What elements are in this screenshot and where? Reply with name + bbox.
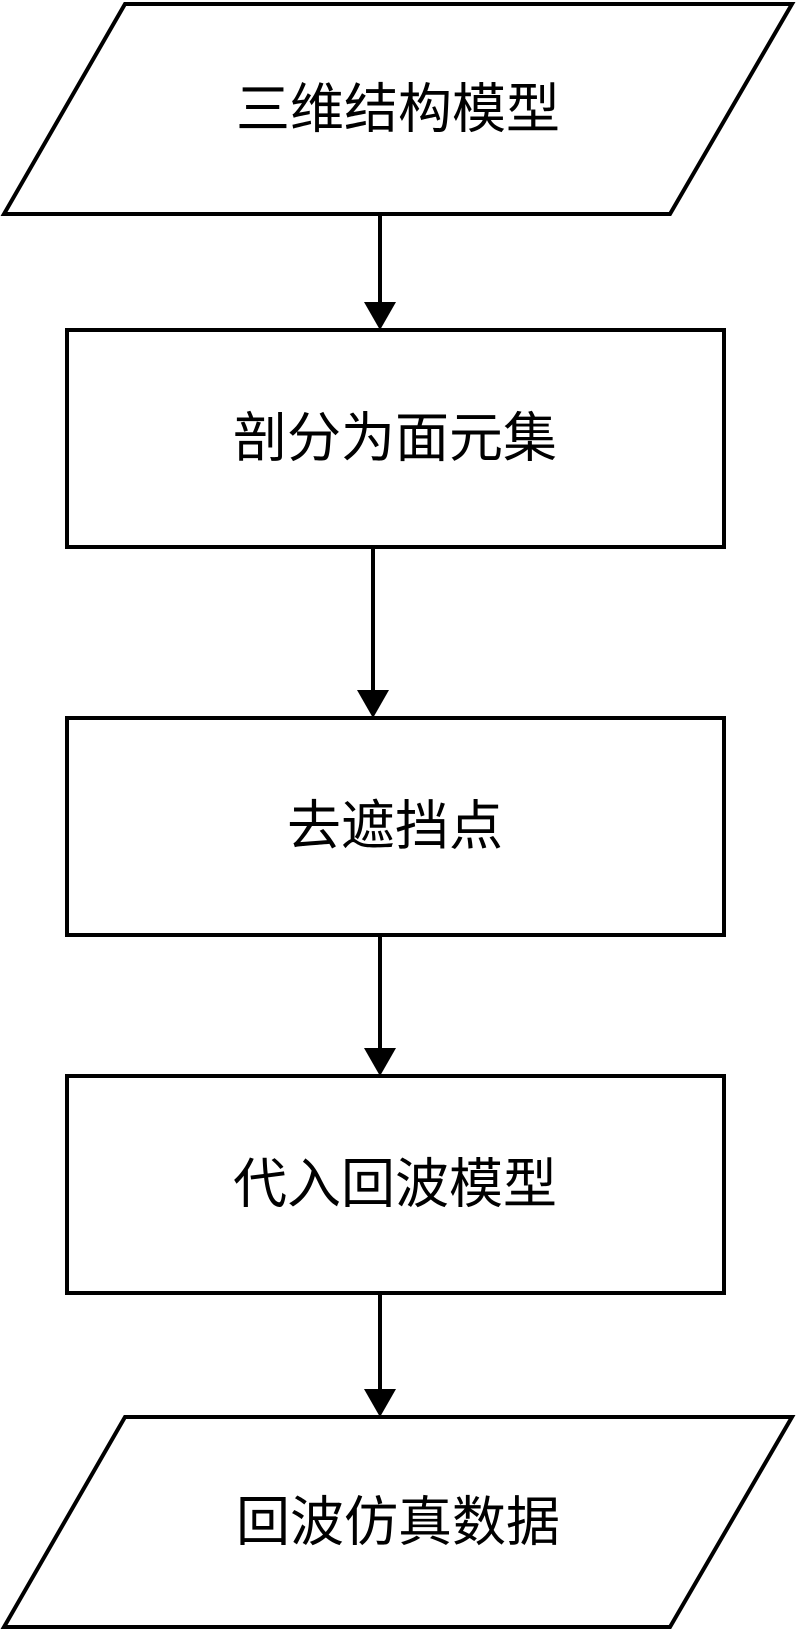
flow-arrow-1 (364, 214, 396, 330)
arrowhead-icon (364, 1389, 396, 1417)
node-label-step2: 去遮挡点 (287, 795, 503, 858)
node-label-input: 三维结构模型 (236, 78, 560, 141)
node-label-output: 回波仿真数据 (236, 1491, 560, 1554)
node-label-step1: 剖分为面元集 (233, 407, 557, 470)
flow-node-output: 回波仿真数据 (0, 1415, 796, 1629)
arrowhead-icon (364, 1048, 396, 1076)
flow-node-step2: 去遮挡点 (65, 716, 726, 937)
flow-arrow-4 (364, 1293, 396, 1417)
flow-arrow-3 (364, 935, 396, 1076)
node-label-step3: 代入回波模型 (233, 1153, 557, 1216)
process-box (65, 716, 726, 937)
process-box (65, 1074, 726, 1295)
parallelogram-shape (0, 1415, 796, 1629)
flow-node-step1: 剖分为面元集 (65, 328, 726, 549)
flow-node-input: 三维结构模型 (0, 1, 796, 216)
arrowhead-icon (364, 302, 396, 330)
flow-arrow-2 (357, 547, 389, 718)
process-box (65, 328, 726, 549)
arrowhead-icon (357, 690, 389, 718)
flow-node-step3: 代入回波模型 (65, 1074, 726, 1295)
parallelogram-shape (0, 1, 796, 216)
